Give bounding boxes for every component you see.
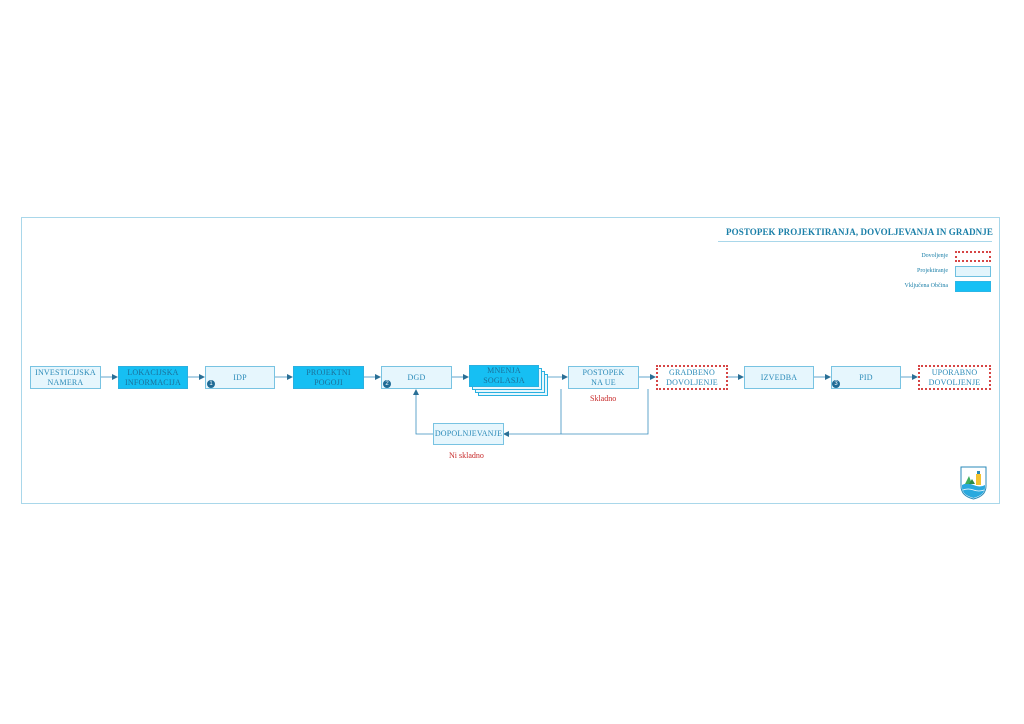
node-idp: IDP [205,366,275,389]
outcome-ni-skladno: Ni skladno [449,451,484,460]
legend-label-municipality: Vključena Občina [904,283,948,289]
title-divider [718,241,992,242]
step-badge-1: 1 [207,380,215,388]
node-dopolnjevanje: DOPOLNJEVANJE [433,423,504,445]
arrow-dopolnjevanje-dgd [413,389,433,435]
outcome-skladno: Skladno [590,394,617,403]
diagram-title: POSTOPEK PROJEKTIRANJA, DOVOLJEVANJA IN … [726,227,993,237]
node-izvedba: IZVEDBA [744,366,814,389]
legend-swatch-design [955,266,991,277]
step-badge-2: 2 [383,380,391,388]
legend-swatch-permit [955,251,991,262]
municipality-coat-of-arms-icon [960,466,987,500]
arrow-postopek-dopolnjevanje [503,389,649,437]
node-pid: PID [831,366,901,389]
legend-label-permit: Dovoljenje [921,253,948,259]
legend-swatch-municipality [955,281,991,292]
diagram-frame [21,217,1000,504]
node-dgd: DGD [381,366,452,389]
legend-label-design: Projektiranje [917,268,948,274]
step-badge-3: 3 [832,380,840,388]
